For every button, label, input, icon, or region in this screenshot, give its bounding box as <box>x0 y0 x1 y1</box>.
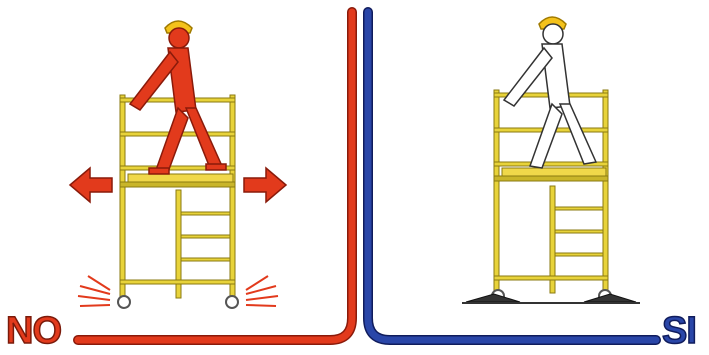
wheel-chock-icon <box>462 293 640 304</box>
scaffold-tower-icon <box>117 94 239 309</box>
worker-walking-icon <box>502 16 598 169</box>
divider-blue-line <box>363 7 661 345</box>
no-label: NO <box>5 310 63 352</box>
arrow-right-icon <box>243 166 288 204</box>
vibration-lines-icon <box>77 275 279 307</box>
si-label: SI <box>661 310 697 352</box>
arrow-left-icon <box>68 166 113 204</box>
divider-red-line <box>73 7 357 345</box>
worker-walking-icon <box>128 20 227 175</box>
